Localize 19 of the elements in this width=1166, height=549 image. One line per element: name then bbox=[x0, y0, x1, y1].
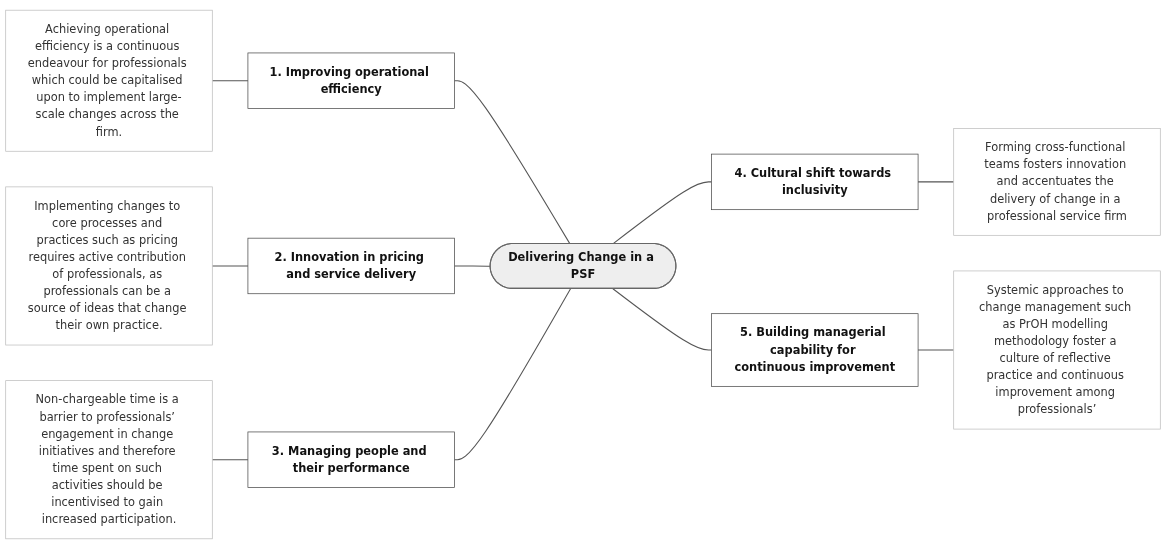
node-box: 1. Improving operational efficiency bbox=[247, 52, 455, 109]
connector bbox=[612, 288, 713, 351]
node-box: Achieving operational efficiency is a continuous endeavour for professionals which could be capitalised upon to implement large-scale changes across the firm. bbox=[5, 9, 213, 152]
node-box: 4. Cultural shift towards inclusivity bbox=[711, 153, 919, 211]
connector bbox=[211, 459, 249, 461]
connector bbox=[917, 349, 955, 351]
node-box: Forming cross-functional teams fosters innovation and accentuates the delivery of change in a professional service firm bbox=[953, 128, 1161, 236]
node-box: 2. Innovation in pricing and service delivery bbox=[247, 237, 455, 295]
connector bbox=[453, 288, 572, 461]
node-box: 5. Building managerial capability for continuous improvement bbox=[711, 313, 919, 387]
node-box: 3. Managing people and their performance bbox=[247, 431, 455, 488]
node-box: Non-chargeable time is a barrier to professionals’ engagement in change initiatives and therefore time spent on such activities should be incentivised to gain increased participation. bbox=[5, 380, 213, 540]
connector bbox=[917, 181, 955, 183]
connector bbox=[211, 265, 249, 267]
node-box: Implementing changes to core processes and practices such as pricing requires active contribution of professionals, as professionals can be a source of ideas that change their own practice. bbox=[5, 186, 213, 346]
connector bbox=[211, 80, 249, 82]
connector bbox=[453, 80, 571, 245]
node-box: Systemic approaches to change management such as PrOH modelling methodology foster a culture of reflective practice and continuous improvement among professionals’ bbox=[953, 270, 1161, 430]
connector bbox=[612, 181, 713, 245]
